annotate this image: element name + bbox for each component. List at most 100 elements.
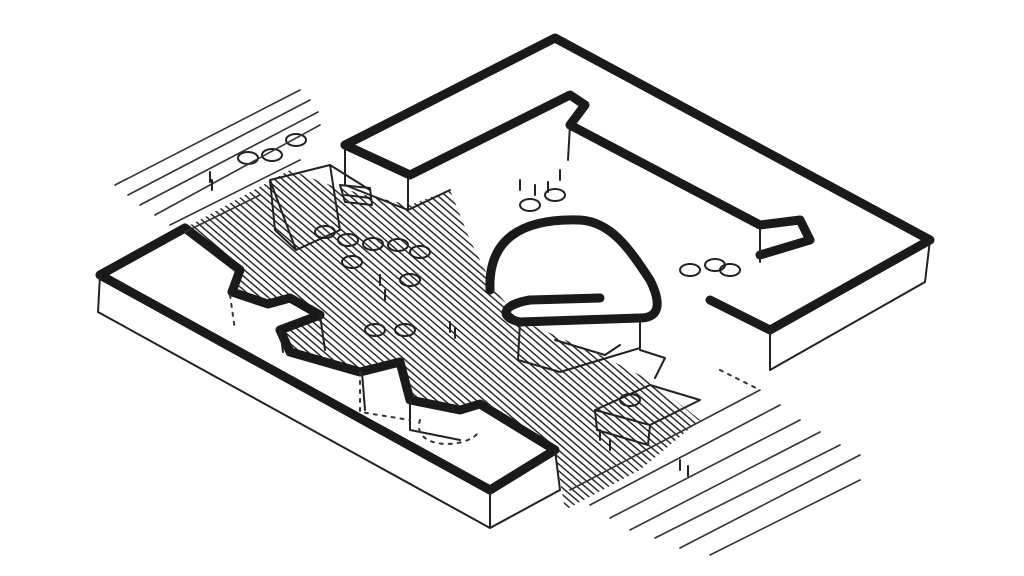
hatch-line — [667, 170, 700, 510]
hatch-line — [185, 170, 241, 510]
hatch-line — [235, 170, 657, 510]
tree-icon — [387, 238, 409, 252]
hatch-line — [185, 170, 465, 510]
tree-icon — [399, 273, 421, 287]
tree-icon — [261, 148, 283, 162]
tree-icon — [544, 188, 566, 202]
hatch-line — [185, 170, 209, 510]
tree-icon — [394, 323, 416, 337]
inner-return-face — [407, 124, 761, 263]
hatch-line — [764, 160, 1024, 520]
hatch-line — [275, 170, 697, 510]
hatch-line — [185, 170, 281, 510]
curved-bench — [485, 215, 662, 327]
hatch-line — [185, 170, 545, 510]
interior-room — [279, 314, 461, 441]
hatch-line — [796, 160, 1024, 520]
hatch-line — [185, 170, 561, 510]
hatch-line — [507, 170, 700, 510]
hatch-line — [371, 170, 700, 510]
hatch-line — [579, 170, 700, 510]
hatch-line — [219, 170, 641, 510]
tree-icon — [314, 225, 336, 239]
front-left-wall — [95, 223, 560, 495]
curved-bench-face — [517, 317, 641, 373]
tree-icon — [341, 255, 363, 269]
hatch-line — [227, 170, 649, 510]
courtyard-hatching — [185, 160, 1024, 520]
hatch-line — [185, 170, 449, 510]
tree-icon — [285, 133, 307, 147]
hatch-line — [185, 170, 369, 510]
tree-symbols — [237, 133, 741, 407]
hatch-line — [780, 160, 1024, 520]
hatch-line — [185, 170, 489, 510]
back-wall — [340, 33, 935, 335]
hatch-line — [185, 170, 529, 510]
hatch-line — [185, 170, 377, 510]
hatch-line — [185, 170, 481, 510]
hatch-line — [635, 170, 700, 510]
hatch-line — [243, 170, 665, 510]
hatch-line — [185, 170, 201, 510]
context-lines-left — [114, 89, 321, 233]
hatch-line — [443, 170, 700, 510]
hatch-line — [185, 170, 521, 510]
hatch-line — [716, 160, 1024, 520]
people-marks — [209, 169, 689, 477]
hatch-line — [563, 170, 700, 510]
hatch-line — [571, 170, 700, 510]
hatch-line — [185, 170, 289, 510]
hatch-line — [203, 170, 625, 510]
hatch-line — [185, 170, 417, 510]
hatch-line — [483, 170, 700, 510]
hatch-line — [185, 170, 329, 510]
hatch-line — [427, 170, 700, 510]
hatch-line — [185, 170, 345, 510]
hatch-line — [547, 170, 700, 510]
hatch-line — [283, 170, 700, 510]
hatch-line — [603, 170, 700, 510]
hatch-line — [595, 170, 700, 510]
tree-icon — [337, 233, 359, 247]
tree-icon — [719, 263, 741, 277]
hatch-line — [267, 170, 689, 510]
hatch-line — [211, 170, 633, 510]
left-block-face — [97, 274, 561, 529]
tree-icon — [519, 198, 541, 212]
tree-icon — [619, 393, 641, 407]
tree-icon — [364, 323, 386, 337]
hatch-line — [291, 170, 700, 510]
hatch-line — [185, 170, 473, 510]
hatch-line — [675, 170, 700, 510]
hatch-line — [185, 170, 217, 510]
hatch-line — [611, 170, 700, 510]
hatch-line — [339, 170, 700, 510]
glass-pavilion — [269, 164, 371, 251]
tree-icon — [362, 237, 384, 251]
hatch-line — [539, 170, 700, 510]
hatch-line — [643, 170, 700, 510]
hatch-line — [185, 170, 457, 510]
hatch-line — [659, 170, 700, 510]
small-steps — [339, 184, 373, 206]
hatch-line — [185, 170, 273, 510]
hatch-line — [251, 170, 673, 510]
hatch-line — [475, 170, 700, 510]
hatch-line — [363, 170, 700, 510]
hatch-line — [185, 170, 233, 510]
hatch-line — [185, 170, 553, 510]
hatch-line — [451, 170, 700, 510]
hatch-line — [185, 170, 321, 510]
context-lines-right — [569, 389, 861, 556]
hatch-line — [259, 170, 681, 510]
hatch-line — [555, 170, 700, 510]
hatch-line — [419, 170, 700, 510]
hatch-line — [772, 160, 1024, 520]
hatch-line — [185, 170, 537, 510]
hatch-line — [812, 160, 1024, 520]
hatch-line — [187, 170, 609, 510]
tree-icon — [237, 151, 259, 165]
